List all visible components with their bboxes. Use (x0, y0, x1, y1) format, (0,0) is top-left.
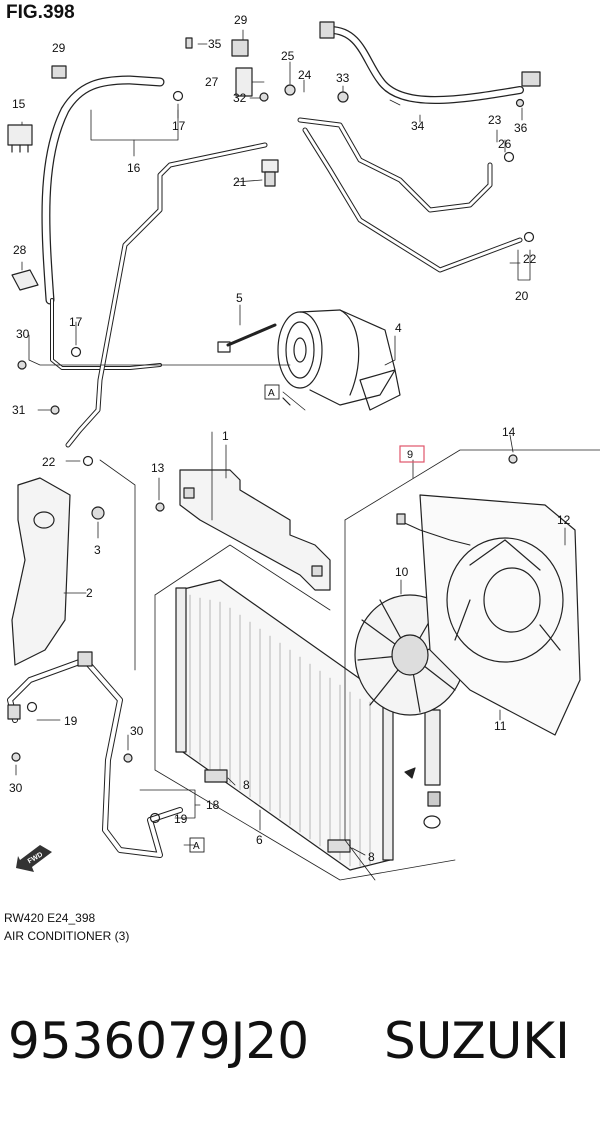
callout-11: 11 (494, 719, 507, 733)
callout-26: 26 (498, 137, 512, 151)
callout-22b: 22 (42, 455, 56, 469)
part-number: 9536079J20 (8, 1012, 310, 1070)
callout-13: 13 (151, 461, 165, 475)
callout-29b: 29 (52, 41, 66, 55)
callout-labels: 29 29 35 25 27 24 33 32 15 17 34 23 36 2… (9, 13, 571, 864)
parts-diagram: FWD 29 29 35 25 27 24 33 32 15 17 34 23 … (7, 13, 600, 881)
pipe-18 (7, 657, 183, 858)
bolt-5 (226, 323, 277, 347)
callout-17b: 17 (69, 315, 83, 329)
figure-name: AIR CONDITIONER (3) (4, 929, 130, 943)
shroud-11 (419, 494, 581, 736)
callout-15: 15 (12, 97, 26, 111)
figure-title: FIG.398 (6, 2, 75, 23)
callout-9-highlight (399, 445, 425, 463)
callout-27: 27 (205, 75, 219, 89)
receiver-drier (424, 709, 441, 786)
callout-19b: 19 (174, 812, 188, 826)
seal-2 (11, 477, 71, 666)
fwd-arrow-icon: FWD (16, 845, 52, 872)
condenser-6 (175, 579, 394, 871)
callout-30a: 30 (16, 327, 30, 341)
callout-31: 31 (12, 403, 26, 417)
pressure-switch-21 (261, 159, 279, 187)
callout-12: 12 (557, 513, 571, 527)
ref-a-1: A (268, 388, 275, 399)
callout-2: 2 (86, 586, 93, 600)
callout-9: 9 (407, 449, 413, 461)
callout-29a: 29 (234, 13, 248, 27)
callout-24: 24 (298, 68, 312, 82)
air-guide-1 (179, 469, 331, 591)
figure-code: RW420 E24_398 (4, 911, 96, 925)
bracket-8a (204, 769, 228, 783)
callout-28: 28 (13, 243, 27, 257)
pipe-20 (302, 127, 523, 273)
callout-10: 10 (395, 565, 409, 579)
callout-36: 36 (514, 121, 528, 135)
callout-16: 16 (127, 161, 141, 175)
callout-18: 18 (206, 798, 220, 812)
callout-19a: 19 (64, 714, 78, 728)
callout-22a: 22 (523, 252, 537, 266)
callout-23: 23 (488, 113, 502, 127)
clip-28 (11, 269, 39, 291)
screw-3 (91, 506, 105, 520)
callout-25: 25 (281, 49, 295, 63)
ref-a-2: A (193, 841, 200, 852)
callout-6: 6 (256, 833, 263, 847)
callout-14: 14 (502, 425, 516, 439)
callout-17a: 17 (172, 119, 186, 133)
callout-34: 34 (411, 119, 425, 133)
callout-1: 1 (222, 429, 229, 443)
callout-4: 4 (395, 321, 402, 335)
brand-name: SUZUKI (384, 1012, 570, 1070)
callout-21: 21 (233, 175, 247, 189)
callout-8a: 8 (243, 778, 250, 792)
relay-15 (7, 124, 33, 146)
callout-32: 32 (233, 91, 247, 105)
product-footer: 9536079J20 SUZUKI (0, 1004, 600, 1094)
callout-3: 3 (94, 543, 101, 557)
callout-33: 33 (336, 71, 350, 85)
callout-30b: 30 (130, 724, 144, 738)
compressor (277, 309, 401, 411)
callout-30c: 30 (9, 781, 23, 795)
callout-20: 20 (515, 289, 529, 303)
callout-8b: 8 (368, 850, 375, 864)
callout-35: 35 (208, 37, 222, 51)
callout-5: 5 (236, 291, 243, 305)
